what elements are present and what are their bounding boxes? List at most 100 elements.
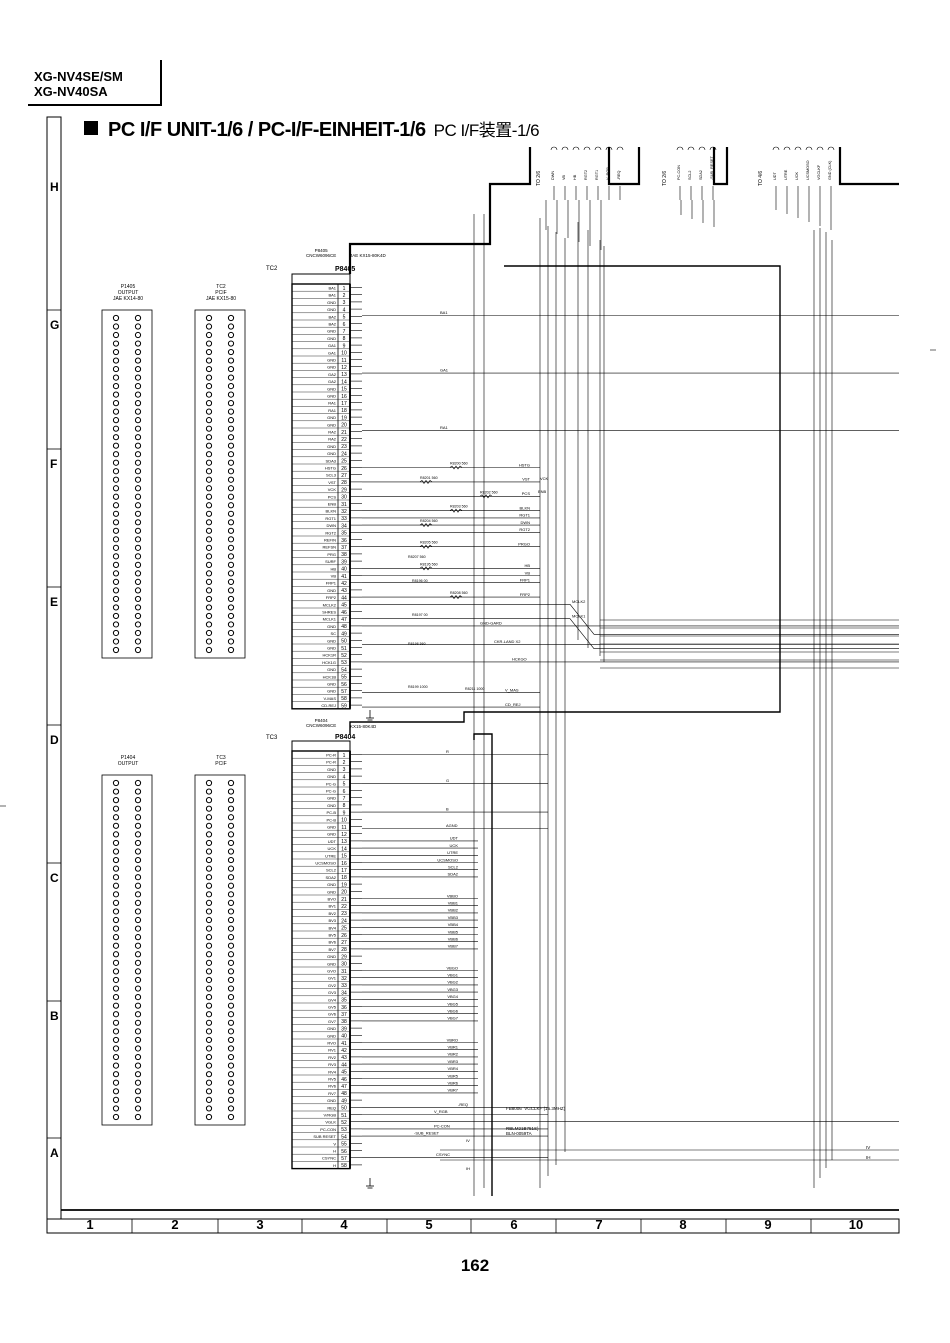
p1404-pin [112, 976, 120, 984]
title-main: PC I/F UNIT-1/6 / PC-I/F-EINHEIT-1/6 [108, 119, 426, 141]
tc3-small-pin [227, 985, 235, 992]
to-2-6-a-arrow [550, 146, 558, 151]
p1405-pin [112, 417, 120, 424]
tc3-small-pin [227, 942, 235, 949]
p8404-pin-num: 51 [341, 1113, 347, 1119]
p8404-pin-num: 5 [343, 782, 346, 788]
bus-loop [473, 733, 493, 1196]
net-label: HCKGO [512, 657, 527, 662]
p8404-pin-num: 54 [341, 1134, 347, 1140]
connector-tc2-label: TC2 [216, 284, 226, 290]
p1405-pin [112, 451, 120, 458]
to-2-6-b-arrow [676, 146, 684, 151]
p1405-pin [134, 425, 142, 432]
p8404-box-label: P8404 [335, 734, 356, 741]
to-4-6-arrow [805, 146, 813, 151]
p8405-pin-name: BLKN [326, 509, 337, 514]
p8404-pin-name: GV1 [328, 976, 337, 981]
p8405-pin-num: 27 [341, 473, 347, 479]
p1404-pin [134, 985, 142, 992]
tc2-small-pin [205, 476, 213, 483]
p8405-pin-name: GND [327, 336, 336, 341]
p8405-pin-num: 24 [341, 451, 347, 457]
tc3-small-pin [205, 1079, 213, 1086]
to-4-6-signal: UDT [773, 172, 777, 180]
p8404-pin-num: 55 [341, 1142, 347, 1148]
p8404-pin-name: PC-G [326, 789, 336, 794]
p1405-pin [134, 357, 142, 364]
tc2-small-pin [227, 604, 235, 611]
net-label: G [446, 778, 449, 783]
p8404-pin-name: BV5 [328, 933, 336, 938]
page-number: 162 [460, 1256, 490, 1275]
p1404-pin [134, 1088, 142, 1095]
tc2-small-pin [205, 578, 213, 585]
p1405-pin [134, 434, 142, 441]
row-label-b: B [50, 1009, 59, 1023]
tc2-small-pin [227, 561, 235, 568]
to-4-6-signal: VGCLKF [817, 164, 821, 180]
tc3-small-pin [205, 916, 213, 924]
net-label: VST [522, 477, 530, 482]
net-label: VBB6 [448, 937, 459, 942]
connector-p1404-title: P1404 OUTPUT [105, 755, 151, 767]
tc3-small-pin [205, 959, 213, 966]
net-label: PRGO [518, 542, 530, 547]
p8405-pin-num: 46 [341, 610, 347, 616]
p1404-pin [134, 1053, 142, 1061]
row-label-g: G [50, 318, 60, 332]
p1405-pin [112, 383, 120, 390]
tc2-small-pin [205, 638, 213, 645]
tc2-small-pin [227, 425, 235, 432]
p1404-pin [112, 814, 120, 821]
tc3-small-pin [227, 1045, 235, 1052]
p1404-pin [134, 831, 142, 838]
p1404-pin [112, 925, 120, 932]
p8405-pin-num: 58 [341, 696, 347, 702]
to-4-6-arrow [827, 146, 835, 151]
net-label: R [446, 749, 449, 754]
p8404-pin-name: GND [327, 1026, 336, 1031]
tc2-small-pin [227, 348, 235, 356]
p1404-pin [112, 1028, 120, 1035]
connector-p1405-label: P1405 [120, 284, 136, 290]
p8405-pin-name: FRP1 [326, 581, 337, 586]
p1404-pin [112, 1036, 120, 1044]
p8405-pin-name: BA2 [328, 322, 336, 327]
p8404-pin-name: PC-B [326, 810, 336, 815]
p1404-pin [112, 839, 120, 847]
p1405-pin [112, 510, 120, 517]
p1405-pin [134, 417, 142, 424]
tc2-small-body [194, 309, 246, 659]
p8405-pin-num: 37 [341, 545, 347, 551]
p8404-pin-num: 50 [341, 1106, 347, 1112]
column-label-6: 6 [510, 1217, 518, 1232]
p8405-part: CNCW6096CE [306, 253, 337, 258]
p1405-pin [134, 340, 142, 347]
p8405-pin-num: 7 [343, 329, 346, 335]
p8404-pin-name: CSYNC [322, 1156, 336, 1161]
p8404-pin-num: 7 [343, 796, 346, 802]
tc3-small-pin [227, 1113, 235, 1121]
p1404-pin [134, 934, 142, 941]
to-2-6-a-arrow [561, 146, 569, 151]
p8405-pin-num: 59 [341, 703, 347, 709]
p8405-pin-num: 16 [341, 394, 347, 400]
tc3-small-pin [227, 779, 235, 787]
net-label: RGT1 [519, 513, 530, 518]
p1404-pin [112, 848, 120, 855]
p8404-pin-num: 33 [341, 983, 347, 989]
tc2-small-pin [227, 536, 235, 543]
net-label: V_RGB [434, 1109, 448, 1114]
tc2-small-pin [205, 408, 213, 415]
net-label: MCLK1 [572, 614, 586, 619]
p8404-pin-name: H [333, 1163, 336, 1168]
p1405-body [101, 309, 153, 659]
tc2-small-pin [227, 391, 235, 398]
to-2-6-a-signal: V_RGB [606, 167, 610, 180]
tc3-small-pin [205, 856, 213, 864]
p1404-pin [112, 797, 120, 804]
to-2-6-b-signal: SDA2 [699, 170, 703, 180]
model-number-2: XG-NV40SA [34, 84, 108, 99]
